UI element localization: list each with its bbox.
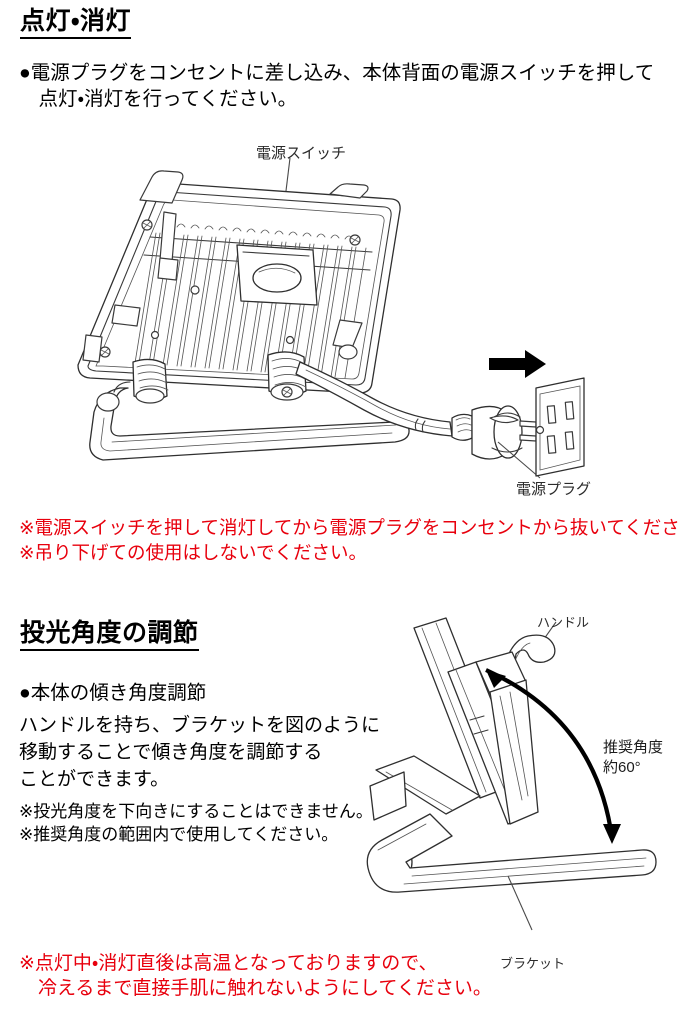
section-heading-angle: 投光角度の調節: [20, 619, 199, 651]
stand-bracket: [89, 381, 410, 461]
bracket-part: [366, 813, 657, 931]
hinge-knobs: [132, 351, 307, 404]
callout-handle: ハンドル: [537, 615, 590, 630]
angle-bullet-text: ●本体の傾き角度調節: [19, 682, 207, 704]
angle-notes-text: ※投光角度を下向きにすることはできません。 ※推奨角度の範囲内で使用してください…: [19, 802, 373, 845]
floodlight-side-body: [369, 617, 539, 825]
wall-outlet: [535, 377, 585, 477]
power-switch-button: [252, 263, 302, 293]
floodlight-rear-figure: [0, 130, 680, 510]
callout-power-switch: 電源スイッチ: [256, 145, 347, 162]
angle-range-arrow: [485, 668, 621, 844]
floodlight-body: [77, 170, 401, 394]
tilt-adjustment-figure: [360, 600, 680, 950]
power-switch-housing: [236, 244, 318, 306]
lighting-instruction-text: ●電源プラグをコンセントに差し込み、本体背面の電源スイッチを押して 点灯・消灯を…: [19, 62, 655, 111]
insertion-arrow: [489, 350, 546, 378]
angle-description-text: ハンドルを持ち、ブラケットを図のように 移動することで傾き角度を調節する ことが…: [19, 715, 381, 790]
callout-bracket: ブラケット: [500, 956, 566, 971]
callout-recommended-angle: 推奨角度 約60°: [603, 739, 664, 776]
section-heading-lighting: 点灯・消灯: [20, 7, 132, 39]
callout-power-plug: 電源プラグ: [516, 481, 592, 498]
lighting-warning-text: ※電源スイッチを押して消灯してから電源プラグをコンセントから抜いてください。 ※…: [19, 517, 680, 563]
heat-warning-text: ※点灯中・消灯直後は高温となっておりますので、 冷えるまで直接手肌に触れないよう…: [19, 953, 492, 1000]
power-plug: [451, 405, 541, 479]
